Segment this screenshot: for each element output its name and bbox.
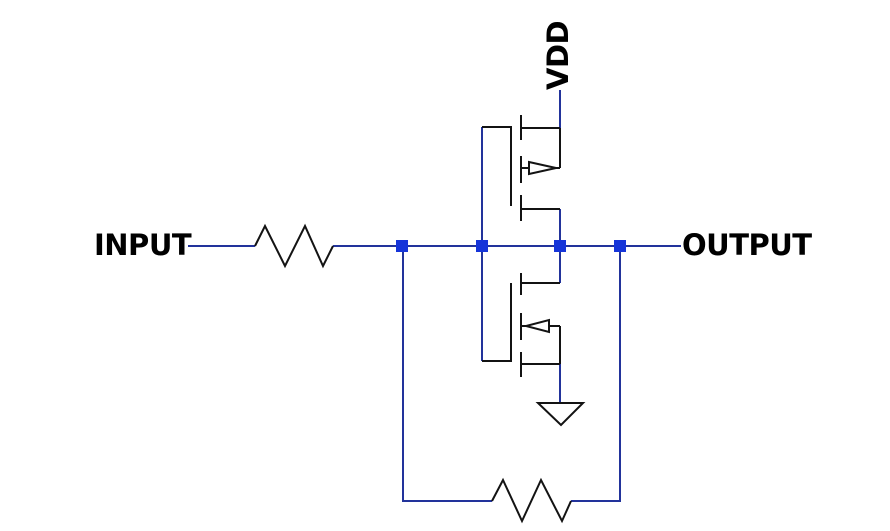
input-resistor — [254, 223, 334, 269]
ground-icon — [535, 402, 586, 427]
junction-dots — [396, 240, 626, 252]
pmos-transistor — [482, 115, 561, 221]
wires — [188, 90, 681, 502]
junction-dot-drains — [554, 240, 566, 252]
nmos-transistor — [482, 273, 561, 377]
junction-dot-feedback-right — [614, 240, 626, 252]
input-label: INPUT — [94, 228, 192, 262]
output-label: OUTPUT — [682, 228, 812, 262]
pmos-bulk-arrow-icon — [528, 160, 557, 176]
feedback-right-wire — [571, 248, 621, 502]
vdd-label: VDD — [541, 21, 575, 90]
feedback-resistor — [491, 477, 572, 524]
resistors — [254, 223, 572, 524]
feedback-left-wire — [402, 248, 492, 502]
junction-dot-feedback-left — [396, 240, 408, 252]
nmos-gate — [482, 283, 512, 362]
pmos-gate — [482, 126, 512, 206]
nmos-bulk-arrow-icon — [522, 318, 550, 334]
junction-dot-gate — [476, 240, 488, 252]
